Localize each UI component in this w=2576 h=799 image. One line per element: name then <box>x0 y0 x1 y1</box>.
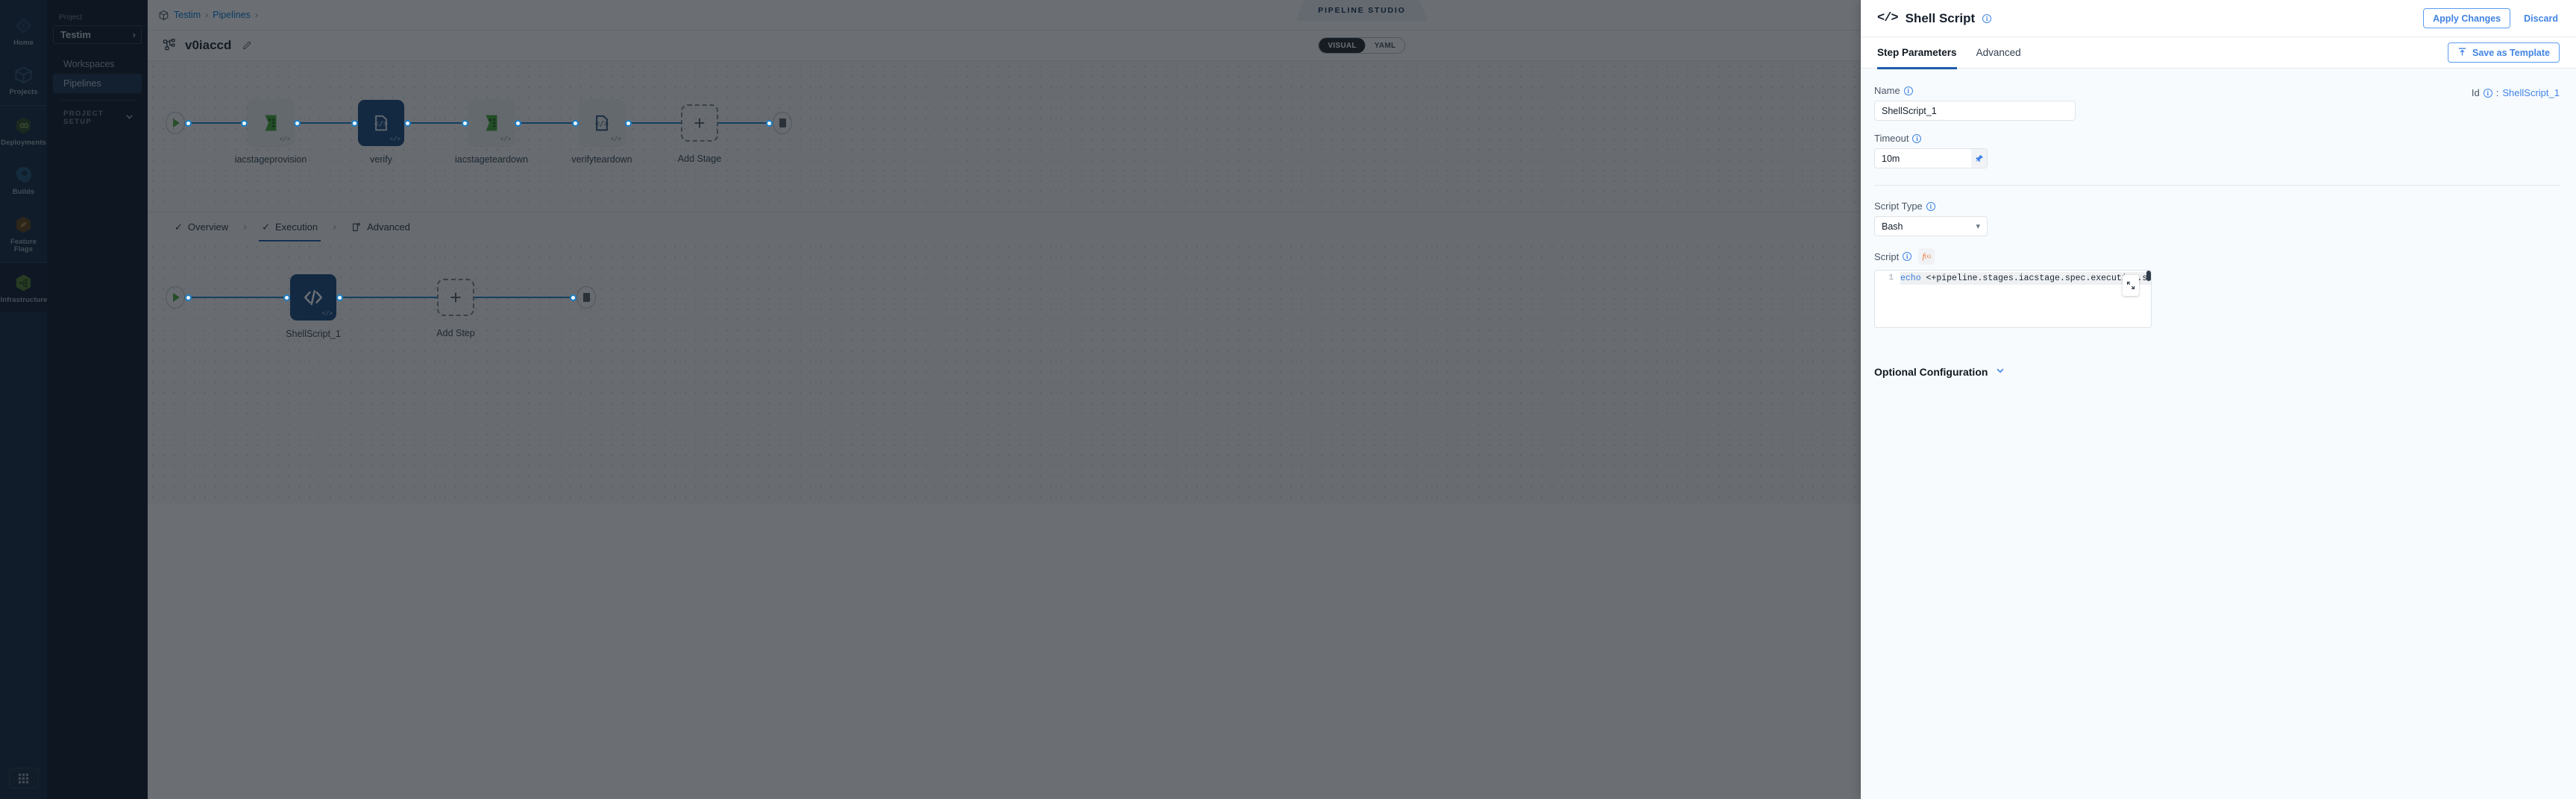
panel-body: Name i Id i : ShellScript_1 Timeout i <box>1861 69 2576 799</box>
connector-dot <box>570 294 577 301</box>
connector-dot <box>336 294 343 301</box>
connector-dot <box>185 119 192 127</box>
editor-scrollbar-track[interactable] <box>2146 271 2151 327</box>
info-icon[interactable]: i <box>1903 252 1912 261</box>
info-icon[interactable]: i <box>1926 201 1935 211</box>
save-as-template-button[interactable]: Save as Template <box>2448 42 2560 63</box>
optional-configuration-label: Optional Configuration <box>1874 365 1988 378</box>
connector-dot <box>462 119 468 127</box>
script-type-value: Bash <box>1882 221 1903 232</box>
name-input[interactable] <box>1874 101 2076 121</box>
id-value[interactable]: ShellScript_1 <box>2502 87 2560 98</box>
connector-dot <box>625 119 632 127</box>
script-type-field-label: Script Type i <box>1874 200 2560 212</box>
id-label-text: Id <box>2471 87 2480 98</box>
discard-button[interactable]: Discard <box>2524 13 2558 24</box>
connector-dot <box>572 119 579 127</box>
id-separator: : <box>2495 87 2499 98</box>
info-icon[interactable]: i <box>1912 133 1922 143</box>
name-id-row: Name i Id i : ShellScript_1 <box>1874 85 2560 101</box>
script-field-header: Script i f(x) <box>1874 248 2560 265</box>
timeout-input[interactable] <box>1874 148 1971 168</box>
name-label-text: Name <box>1874 85 1900 96</box>
connector-dot <box>241 119 248 127</box>
script-editor-line: 1 echo <+pipeline.stages.iacstage.spec.e… <box>1875 271 2151 285</box>
panel-title: </> Shell Script i <box>1877 10 1992 26</box>
panel-title-text: Shell Script <box>1905 10 1976 25</box>
tab-step-parameters[interactable]: Step Parameters <box>1877 37 1957 69</box>
chevron-down-icon: ▾ <box>1976 222 1980 231</box>
connector-dot <box>404 119 411 127</box>
connector-dot <box>351 119 358 127</box>
script-code-line[interactable]: echo <+pipeline.stages.iacstage.spec.exe… <box>1900 271 2152 285</box>
timeout-field-label: Timeout i <box>1874 133 2560 144</box>
expand-icon[interactable] <box>2123 275 2139 296</box>
optional-configuration-toggle[interactable]: Optional Configuration <box>1874 365 2560 378</box>
chevron-down-icon <box>1995 365 2005 378</box>
name-field-label: Name i <box>1874 85 1913 96</box>
timeout-field <box>1874 148 1988 168</box>
tab-panel-advanced[interactable]: Advanced <box>1976 47 2021 58</box>
editor-scrollbar-thumb[interactable] <box>2146 271 2151 281</box>
connector-dot <box>294 119 301 127</box>
pin-icon[interactable] <box>1971 148 1988 168</box>
script-field-label: Script i <box>1874 250 1912 262</box>
info-icon[interactable]: i <box>2483 88 2492 98</box>
script-keyword: echo <box>1900 273 1921 283</box>
info-icon[interactable]: i <box>1982 13 1992 23</box>
info-icon[interactable]: i <box>1903 86 1913 95</box>
timeout-label-text: Timeout <box>1874 133 1909 144</box>
connector-dot <box>185 294 192 301</box>
connector-dot <box>766 119 773 127</box>
expression-fx-button[interactable]: f(x) <box>1918 248 1935 265</box>
script-editor[interactable]: 1 echo <+pipeline.stages.iacstage.spec.e… <box>1874 270 2152 328</box>
script-type-label-text: Script Type <box>1874 200 1923 212</box>
save-as-template-label: Save as Template <box>2472 47 2550 58</box>
apply-changes-button[interactable]: Apply Changes <box>2423 8 2511 28</box>
connector-dot <box>283 294 290 301</box>
id-row: Id i : ShellScript_1 <box>2472 87 2560 98</box>
script-line-number: 1 <box>1888 274 1894 282</box>
section-divider <box>1874 185 2560 186</box>
panel-header: </> Shell Script i Apply Changes Discard <box>1861 0 2576 37</box>
script-type-select[interactable]: Bash ▾ <box>1874 216 1988 236</box>
step-config-panel: </> Shell Script i Apply Changes Discard… <box>1861 0 2576 799</box>
upload-template-icon <box>2457 47 2467 59</box>
panel-tab-bar: Step Parameters Advanced Save as Templat… <box>1861 37 2576 69</box>
connector-dot <box>515 119 521 127</box>
script-code-text: <+pipeline.stages.iacstage.spec.executio… <box>1926 273 2152 283</box>
code-brackets-icon: </> <box>1877 11 1899 25</box>
script-label-text: Script <box>1874 250 1900 262</box>
